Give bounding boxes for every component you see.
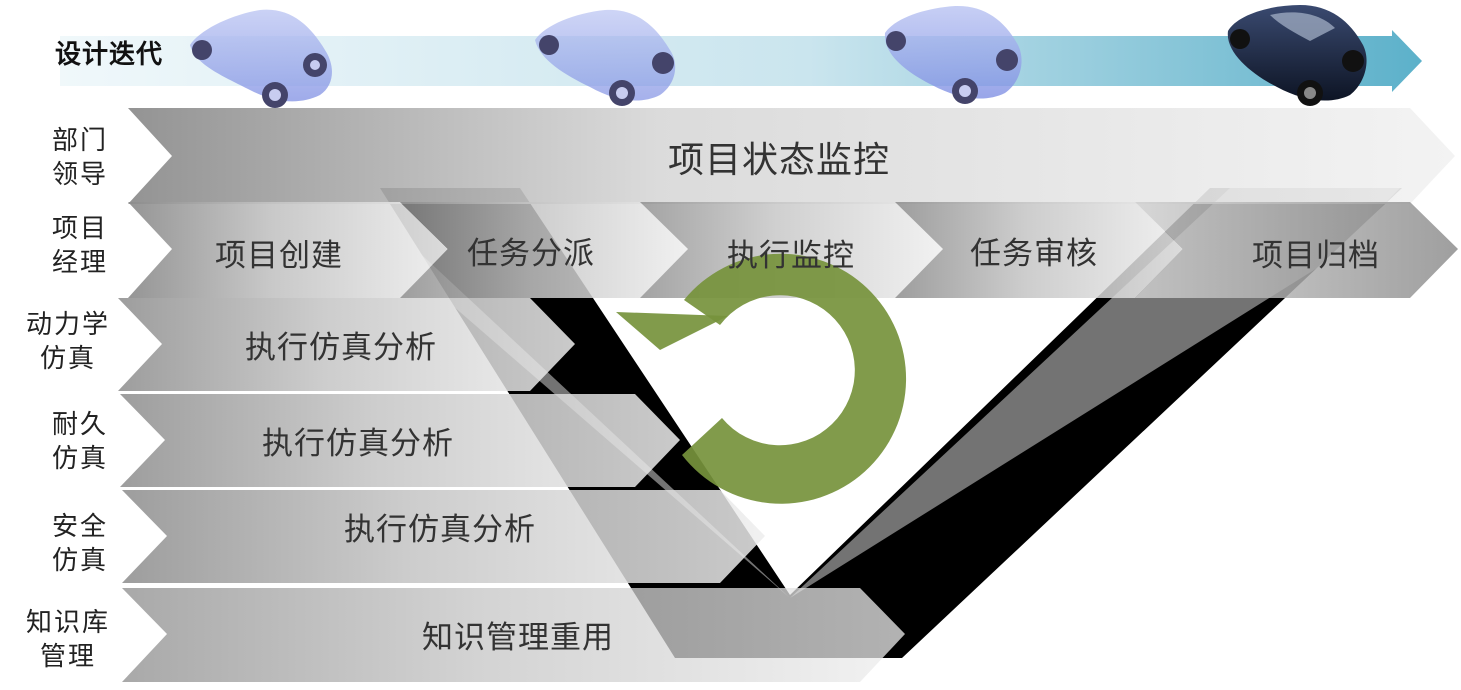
leader-row-text: 项目状态监控 (668, 140, 891, 181)
step-task-assign: 任务分派 (467, 236, 595, 272)
role-label-dynamics: 动力学仿真 (25, 310, 110, 374)
step-task-assign-chevron (400, 202, 688, 298)
simulation-rows (118, 298, 905, 682)
safety-row-text: 执行仿真分析 (344, 512, 536, 548)
role-label-safety: 安全仿真 (51, 512, 108, 576)
design-iteration-label: 设计迭代 (55, 40, 164, 70)
step-task-review: 任务审核 (970, 236, 1098, 272)
role-label-durability: 耐久仿真 (51, 410, 108, 474)
wireframe-car-icon (884, 5, 1022, 104)
dynamics-row-chevron (118, 298, 575, 391)
wireframe-car-icon (190, 9, 332, 108)
step-project-create-chevron (128, 202, 448, 298)
wireframe-car-icon (535, 9, 676, 106)
knowledge-row-text: 知识管理重用 (422, 620, 614, 656)
step-project-archive: 项目归档 (1252, 238, 1380, 274)
design-iteration-arrow (60, 30, 1422, 92)
safety-row-chevron (122, 490, 765, 583)
manager-row-chevrons (128, 202, 1458, 298)
rendered-car-icon (1227, 5, 1367, 106)
knowledge-row-chevron (122, 588, 905, 682)
cycle-arrow-icon (616, 253, 907, 504)
role-label-leader: 部门领导 (51, 126, 108, 190)
step-review-chevron (895, 202, 1183, 298)
role-label-manager: 项目经理 (51, 214, 108, 278)
durability-row-text: 执行仿真分析 (262, 426, 454, 462)
dynamics-row-text: 执行仿真分析 (245, 330, 437, 366)
step-project-create: 项目创建 (215, 238, 343, 274)
step-execution-monitor: 执行监控 (727, 238, 855, 274)
step-archive-chevron (1135, 202, 1458, 298)
durability-row-chevron (120, 394, 680, 487)
role-label-knowledge: 知识库管理 (25, 608, 110, 672)
leader-row-chevron (128, 108, 1455, 204)
